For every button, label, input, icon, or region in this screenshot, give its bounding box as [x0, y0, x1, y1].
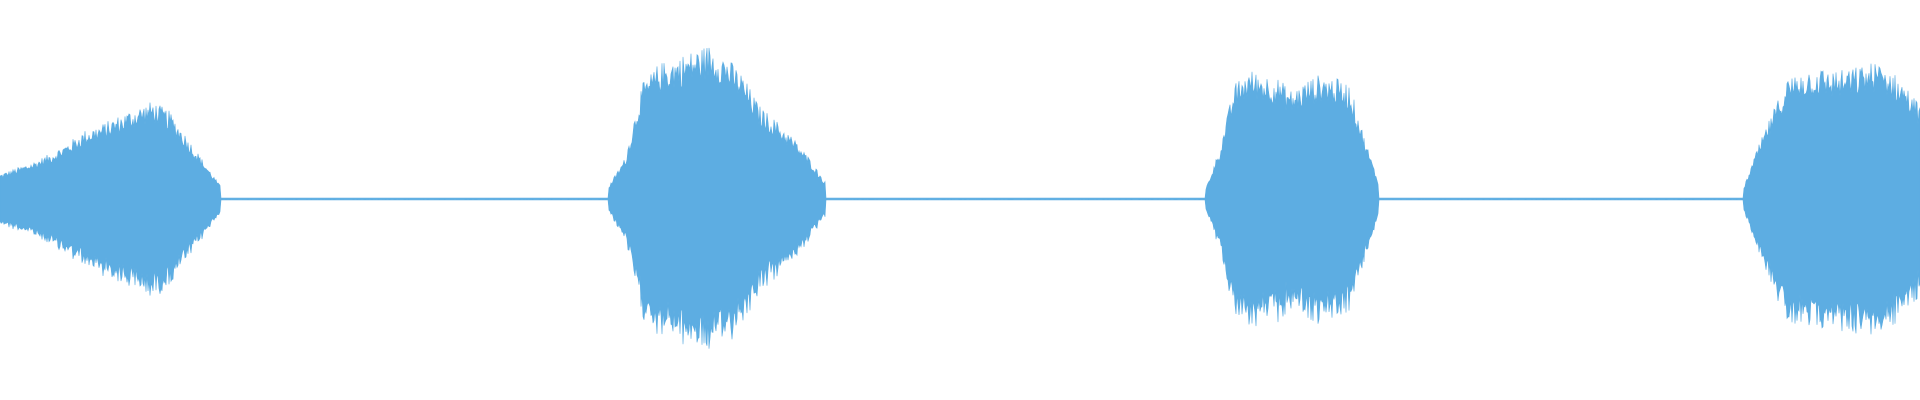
- waveform-path: [0, 47, 1920, 349]
